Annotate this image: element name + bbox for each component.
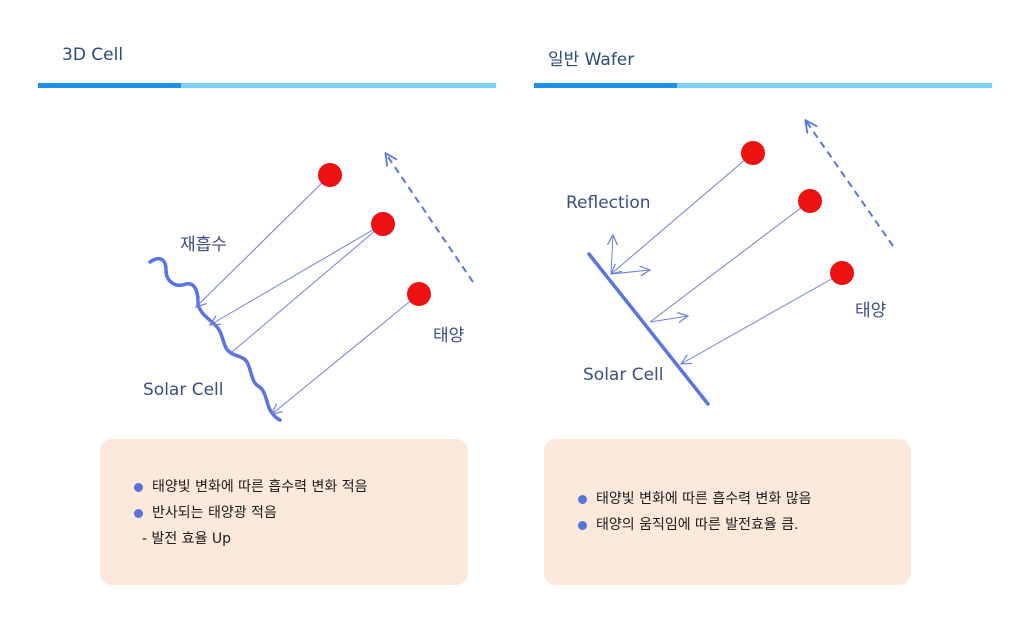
right-ray-3 [681,272,843,364]
bullet-dot [134,483,143,492]
left-sun-path-arrow [386,154,474,283]
right-sun-path-arrow [806,121,894,247]
left-wavy-solar-cell [148,257,282,422]
right-description-box: 태양빛 변화에 따른 흡수력 변화 많음 태양의 움직임에 따른 발전효율 큼. [544,439,911,585]
left-ray-3 [231,223,384,353]
right-reflect-1b [610,270,650,274]
right-reflection-label: Reflection [566,193,651,213]
left-sub-note: - 발전 효율 Up [142,531,232,547]
right-bullet-1: 태양빛 변화에 따른 흡수력 변화 많음 [578,486,811,512]
left-sun-1 [318,163,342,187]
right-cell-label: Solar Cell [583,365,664,385]
left-underline-light [181,83,496,88]
right-title-underline [534,83,992,88]
left-title-underline [38,83,496,88]
left-sun-label: 태양 [433,326,465,346]
bullet-dot [578,495,587,504]
right-reflect-2 [649,316,688,322]
right-reflect-1a [611,235,613,275]
left-ray-2 [210,223,384,325]
left-underline-dark [38,83,181,88]
right-panel-title: 일반 Wafer [548,50,635,70]
right-flat-solar-cell [587,252,710,406]
left-bullet-2: 반사되는 태양광 적음 [134,500,367,526]
right-sun-1 [741,141,765,165]
right-ray-1 [611,152,754,274]
right-bullet-2: 태양의 움직임에 따른 발전효율 큼. [578,512,811,538]
left-cell-label: Solar Cell [143,380,224,400]
bullet-dot [134,509,143,518]
right-ray-2 [649,200,811,323]
right-diagram [587,121,894,406]
right-sun-2 [798,189,822,213]
left-ray-4 [272,293,420,414]
left-description-box: 태양빛 변화에 따른 흡수력 변화 적음 반사되는 태양광 적음 - 발전 효율… [100,439,468,585]
left-diagram [148,154,474,422]
left-panel-title: 3D Cell [62,45,124,65]
bullet-dot [578,521,587,530]
left-bullet-1: 태양빛 변화에 따른 흡수력 변화 적음 [134,474,367,500]
right-sun-3 [830,261,854,285]
right-sun-label: 태양 [855,301,887,321]
left-sun-3 [407,282,431,306]
left-ray-1 [196,174,331,307]
left-sun-2 [371,212,395,236]
right-underline-light [677,83,992,88]
left-reabsorb-label: 재흡수 [180,235,227,255]
right-underline-dark [534,83,677,88]
